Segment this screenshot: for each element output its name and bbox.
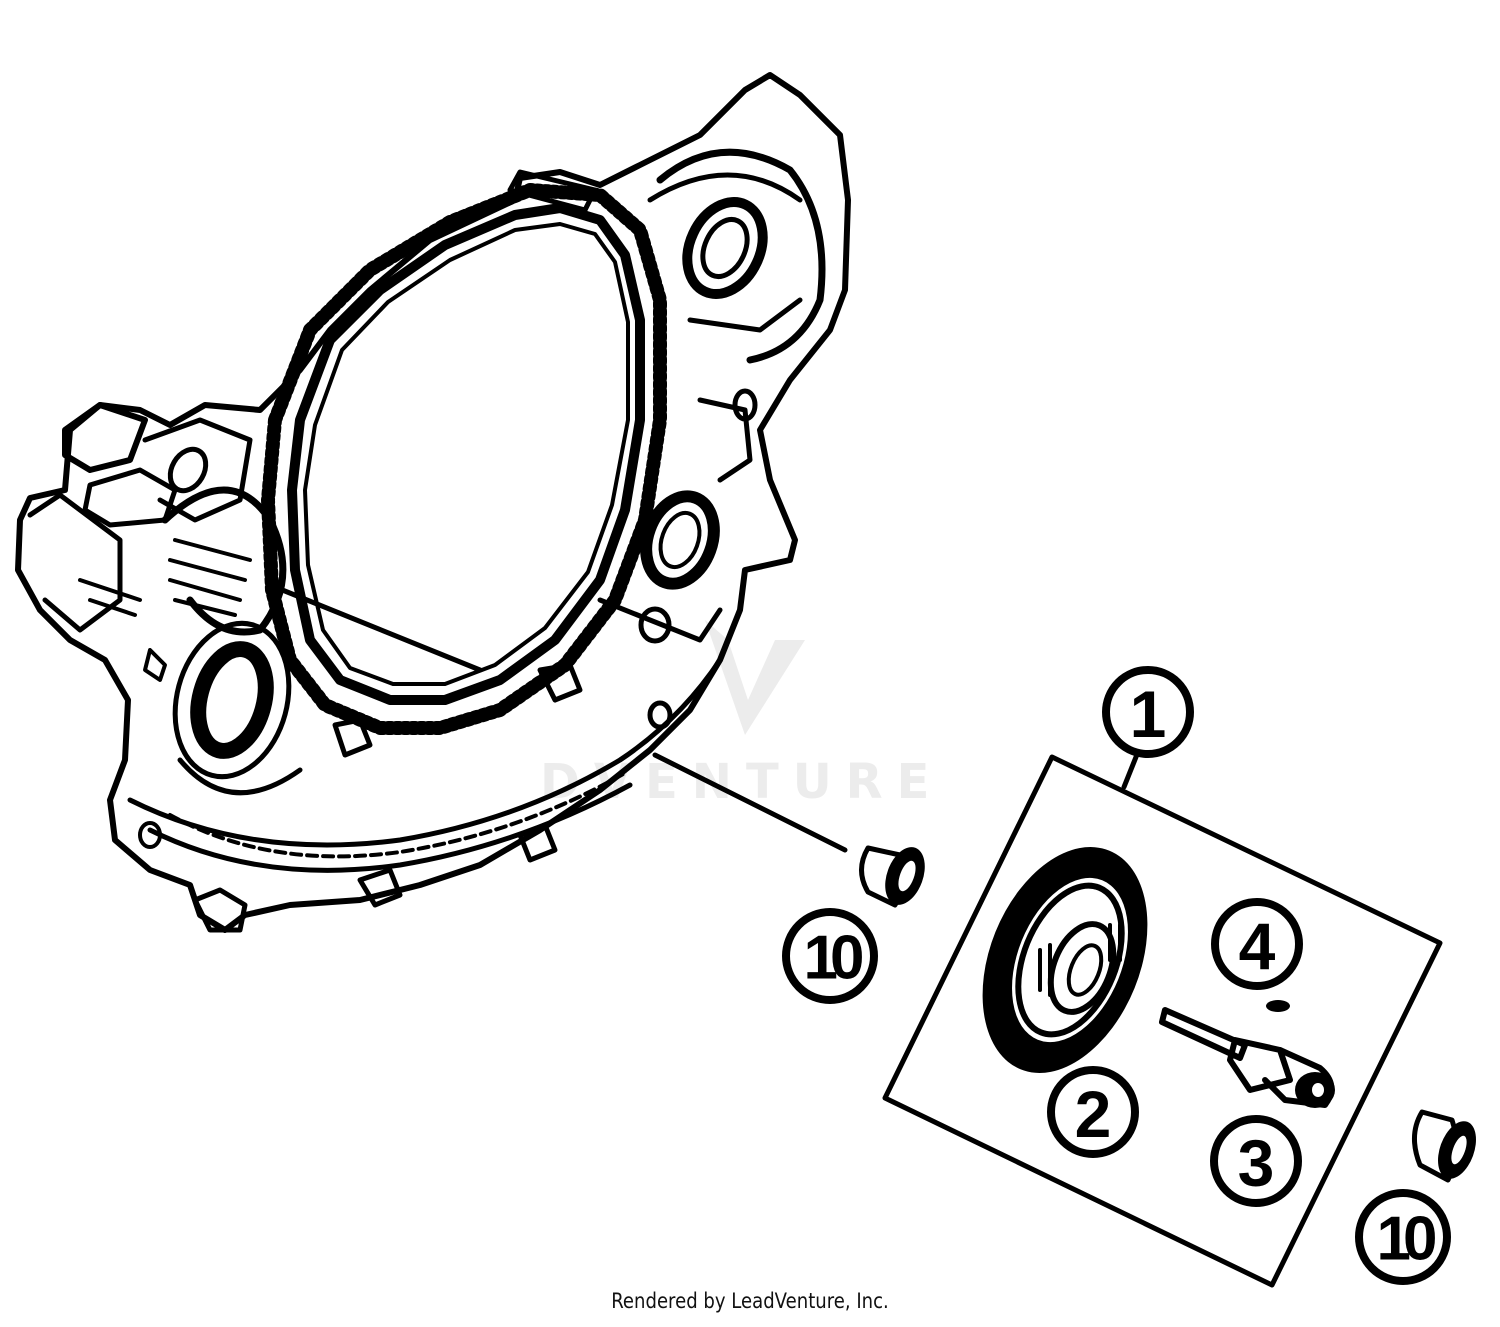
footer-credit: Rendered by LeadVenture, Inc.: [611, 1289, 889, 1313]
callout-2[interactable]: 2: [1047, 1066, 1139, 1158]
dowel-sleeve-upper[interactable]: [859, 842, 933, 911]
callout-10-upper-label: 10: [804, 924, 862, 993]
callout-2-label: 2: [1075, 1077, 1112, 1151]
callout-4[interactable]: 4: [1211, 898, 1303, 990]
leader-line-sleeve: [267, 582, 848, 853]
callout-10-lower-label: 10: [1377, 1205, 1435, 1274]
callout-1-label: 1: [1130, 677, 1167, 751]
callout-1[interactable]: 1: [1102, 666, 1194, 758]
woodruff-key[interactable]: [1266, 1000, 1290, 1012]
clutch-cover-housing[interactable]: [15, 72, 851, 933]
callout-3-label: 3: [1238, 1126, 1275, 1200]
assembly-bracket: [882, 754, 1443, 1288]
callout-10-lower[interactable]: 10: [1355, 1189, 1451, 1285]
callout-1-leader: [1121, 749, 1141, 790]
watermark: DVENTURE: [540, 620, 929, 810]
idler-gear[interactable]: [951, 822, 1178, 1097]
idler-shaft[interactable]: [1159, 1007, 1335, 1108]
callout-3[interactable]: 3: [1210, 1115, 1302, 1207]
dowel-sleeve-lower[interactable]: [1412, 1109, 1483, 1184]
watermark-logo: [705, 620, 805, 735]
callout-4-label: 4: [1239, 909, 1276, 983]
callout-10-upper[interactable]: 10: [782, 908, 878, 1004]
